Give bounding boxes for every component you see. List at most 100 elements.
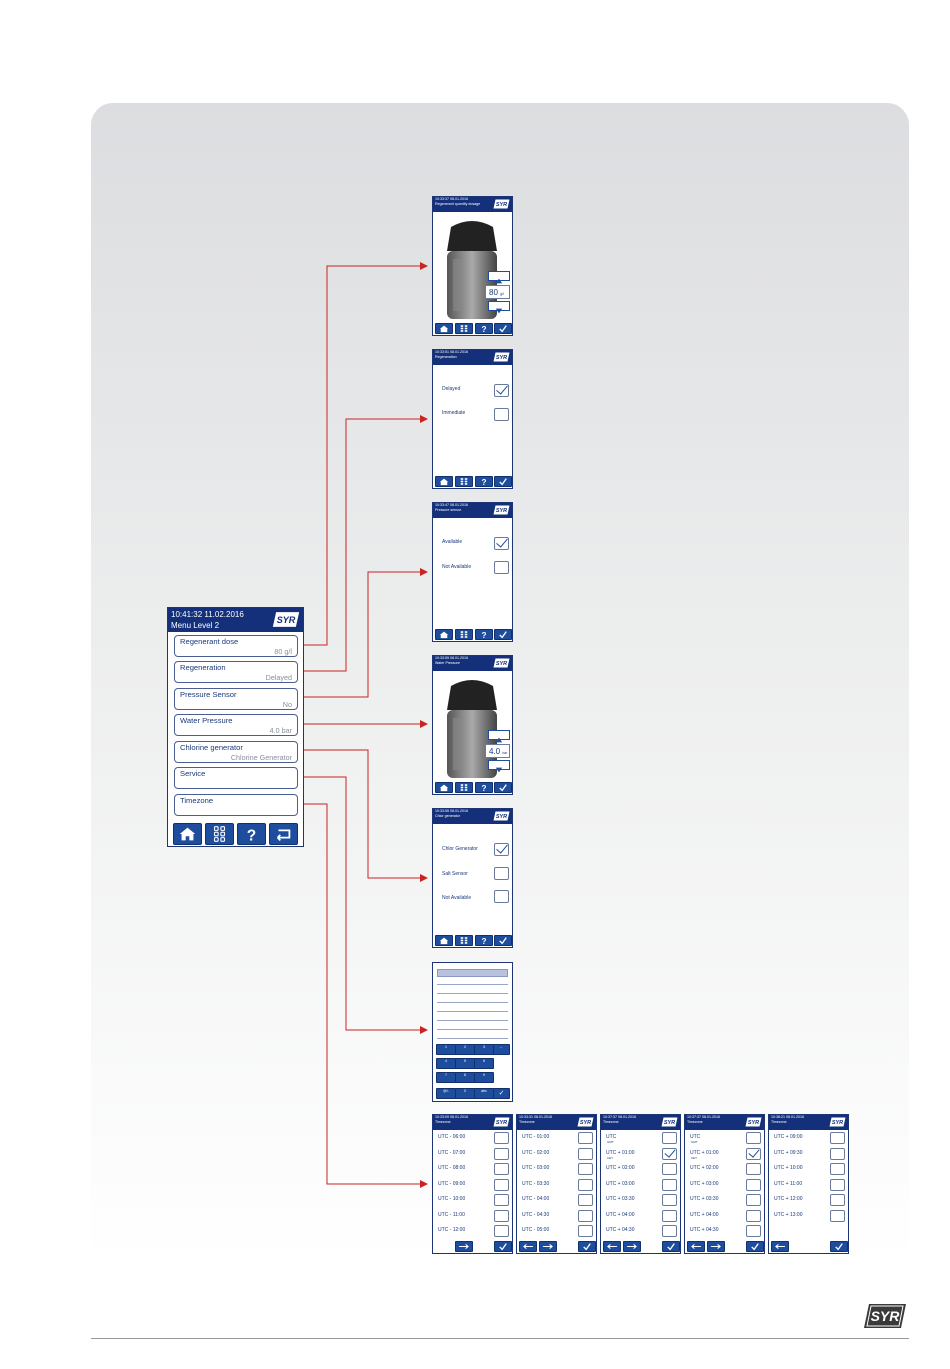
timezone-option-checkbox[interactable]	[494, 1132, 509, 1144]
menu-item-regeneration[interactable]: Regeneration Delayed	[174, 661, 298, 683]
timezone-option-checkbox[interactable]	[494, 1194, 509, 1206]
key-5[interactable]: 5	[455, 1058, 475, 1069]
timezone-option-checkbox[interactable]	[830, 1209, 845, 1222]
back-button[interactable]	[269, 823, 298, 845]
timezone-option-checkbox[interactable]	[578, 1225, 593, 1237]
key-2[interactable]: 2	[455, 1044, 475, 1055]
menu-item-service[interactable]: Service	[174, 767, 298, 789]
key-7[interactable]: 7	[436, 1072, 456, 1083]
timezone-option-checkbox[interactable]	[746, 1163, 761, 1175]
menu-grid-button[interactable]	[455, 629, 473, 640]
key-9[interactable]: 9	[474, 1072, 494, 1083]
menu-item-timezone[interactable]: Timezone	[174, 794, 298, 816]
timezone-option-checkbox[interactable]	[662, 1147, 677, 1160]
home-button[interactable]	[435, 323, 453, 334]
timezone-option-checkbox[interactable]	[662, 1178, 677, 1191]
option-checkbox-not-available[interactable]	[494, 890, 509, 903]
key-8[interactable]: 8	[455, 1072, 475, 1083]
help-button[interactable]: ?	[475, 323, 493, 334]
timezone-option-checkbox[interactable]	[494, 1209, 509, 1222]
option-checkbox-salt-sensor[interactable]	[494, 867, 509, 880]
decrease-button[interactable]	[488, 301, 510, 314]
help-button[interactable]: ?	[475, 782, 493, 793]
key-3[interactable]: 3	[474, 1044, 494, 1055]
key-backspace[interactable]: ←	[493, 1044, 510, 1055]
next-page-button[interactable]	[623, 1241, 641, 1252]
timezone-option-checkbox[interactable]	[662, 1225, 677, 1237]
timezone-option-checkbox[interactable]	[746, 1194, 761, 1206]
timezone-option-checkbox[interactable]	[746, 1147, 761, 1160]
timezone-option-checkbox[interactable]	[662, 1209, 677, 1222]
home-button[interactable]	[435, 935, 453, 946]
key-confirm[interactable]: ✓	[493, 1088, 510, 1099]
menu-grid-button[interactable]	[205, 823, 234, 845]
key-abc[interactable]: abc	[474, 1088, 494, 1099]
prev-page-button[interactable]	[519, 1241, 537, 1252]
key-0[interactable]: 0	[455, 1088, 475, 1099]
timezone-option-checkbox[interactable]	[578, 1163, 593, 1175]
prev-page-button[interactable]	[771, 1241, 789, 1252]
pressure-value-field[interactable]: 4.0 bar	[485, 744, 510, 758]
menu-item-chlorine-generator[interactable]: Chlorine generator Chlorine Generator	[174, 741, 298, 763]
increase-button[interactable]	[488, 730, 510, 743]
service-code-field[interactable]	[437, 969, 508, 977]
timezone-option-checkbox[interactable]	[830, 1163, 845, 1175]
timezone-option-checkbox[interactable]	[830, 1132, 845, 1144]
timezone-option-checkbox[interactable]	[830, 1178, 845, 1191]
timezone-option-checkbox[interactable]	[662, 1163, 677, 1175]
timezone-option-checkbox[interactable]	[578, 1132, 593, 1144]
help-button[interactable]: ?	[475, 935, 493, 946]
prev-page-button[interactable]	[603, 1241, 621, 1252]
confirm-button[interactable]	[494, 935, 512, 946]
home-button[interactable]	[435, 782, 453, 793]
option-checkbox-available[interactable]	[494, 537, 509, 550]
home-button[interactable]	[435, 629, 453, 640]
confirm-button[interactable]	[494, 323, 512, 334]
option-checkbox-chlor-generator[interactable]	[494, 843, 509, 856]
menu-item-water-pressure[interactable]: Water Pressure 4.0 bar	[174, 714, 298, 736]
timezone-option-checkbox[interactable]	[662, 1132, 677, 1144]
dose-value-field[interactable]: 80 g/l	[485, 285, 510, 299]
timezone-option-checkbox[interactable]	[746, 1225, 761, 1237]
confirm-button[interactable]	[494, 1241, 512, 1252]
confirm-button[interactable]	[494, 629, 512, 640]
menu-item-regenerant-dose[interactable]: Regenerant dose 80 g/l	[174, 635, 298, 657]
increase-button[interactable]	[488, 271, 510, 284]
timezone-option-checkbox[interactable]	[494, 1225, 509, 1237]
next-page-button[interactable]	[455, 1241, 473, 1252]
menu-grid-button[interactable]	[455, 476, 473, 487]
home-button[interactable]	[435, 476, 453, 487]
menu-item-pressure-sensor[interactable]: Pressure Sensor No	[174, 688, 298, 710]
key-1[interactable]: 1	[436, 1044, 456, 1055]
key-symbols[interactable]: @/-	[436, 1088, 456, 1099]
confirm-button[interactable]	[830, 1241, 848, 1252]
timezone-option-checkbox[interactable]	[494, 1178, 509, 1191]
timezone-option-checkbox[interactable]	[746, 1178, 761, 1191]
next-page-button[interactable]	[539, 1241, 557, 1252]
help-button[interactable]: ?	[475, 476, 493, 487]
help-button[interactable]: ?	[237, 823, 266, 845]
timezone-option-checkbox[interactable]	[578, 1209, 593, 1222]
confirm-button[interactable]	[746, 1241, 764, 1252]
timezone-option-checkbox[interactable]	[494, 1147, 509, 1160]
option-checkbox-not-available[interactable]	[494, 561, 509, 574]
help-button[interactable]: ?	[475, 629, 493, 640]
confirm-button[interactable]	[494, 476, 512, 487]
option-checkbox-immediate[interactable]	[494, 408, 509, 421]
timezone-option-checkbox[interactable]	[578, 1147, 593, 1160]
menu-grid-button[interactable]	[455, 935, 473, 946]
timezone-option-checkbox[interactable]	[578, 1178, 593, 1191]
timezone-option-checkbox[interactable]	[578, 1194, 593, 1206]
key-4[interactable]: 4	[436, 1058, 456, 1069]
next-page-button[interactable]	[707, 1241, 725, 1252]
timezone-option-checkbox[interactable]	[830, 1147, 845, 1160]
timezone-option-checkbox[interactable]	[662, 1194, 677, 1206]
confirm-button[interactable]	[578, 1241, 596, 1252]
timezone-option-checkbox[interactable]	[746, 1132, 761, 1144]
menu-grid-button[interactable]	[455, 782, 473, 793]
decrease-button[interactable]	[488, 760, 510, 773]
confirm-button[interactable]	[494, 782, 512, 793]
timezone-option-checkbox[interactable]	[494, 1163, 509, 1175]
timezone-option-checkbox[interactable]	[746, 1209, 761, 1222]
timezone-option-checkbox[interactable]	[830, 1194, 845, 1206]
